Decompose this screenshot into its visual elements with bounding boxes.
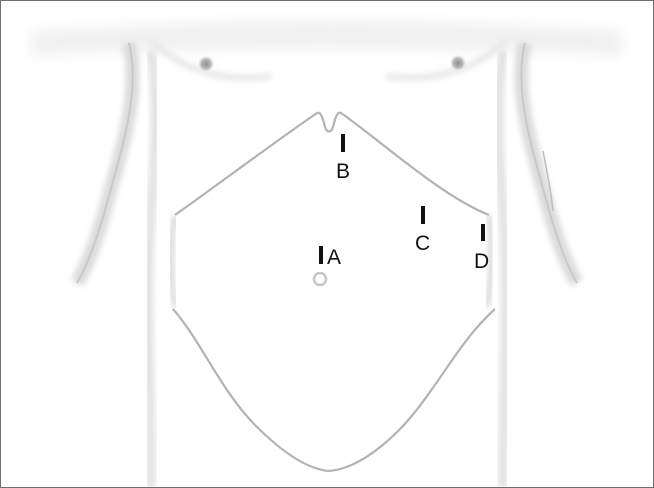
- incision-mark-d: [481, 224, 485, 241]
- left-flank-outline: [171, 215, 175, 307]
- left-arm: [77, 43, 155, 487]
- marker-b: B: [336, 134, 350, 183]
- incision-mark-b: [341, 134, 345, 152]
- umbilicus: [314, 273, 326, 285]
- left-nipple: [197, 55, 215, 73]
- marker-label-d: D: [474, 250, 489, 273]
- marker-label-b: B: [336, 160, 350, 183]
- incision-mark-c: [421, 206, 425, 224]
- chest-shading: [31, 21, 623, 78]
- marker-a: A: [319, 246, 341, 269]
- right-arm: [499, 43, 577, 487]
- marker-label-a: A: [327, 246, 341, 269]
- costal-margin-outline: [175, 113, 489, 215]
- marker-c: C: [415, 206, 430, 255]
- lower-abdomen-outline: [173, 309, 495, 471]
- marker-label-c: C: [415, 232, 430, 255]
- marker-d: D: [474, 224, 489, 273]
- incision-mark-a: [319, 246, 323, 264]
- right-nipple: [449, 54, 467, 72]
